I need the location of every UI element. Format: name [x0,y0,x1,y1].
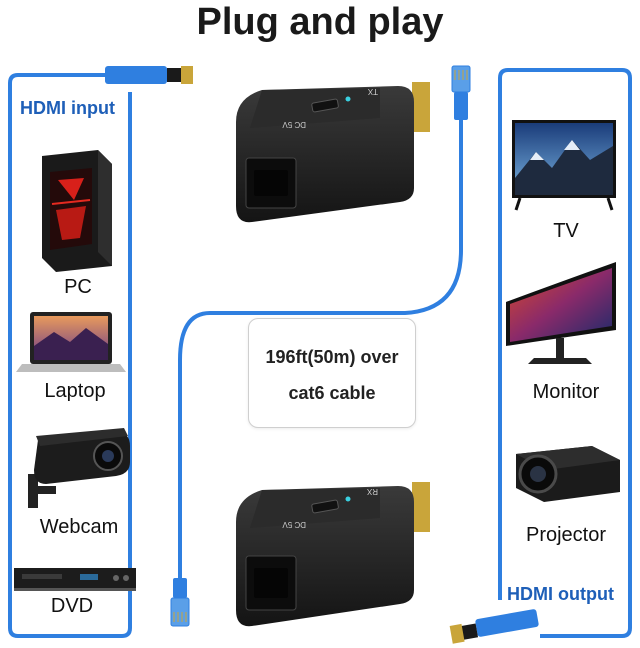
cable-distance-box: 196ft(50m) over cat6 cable [248,318,416,428]
rx-mode-label: RX [366,487,378,496]
tv-icon [512,120,616,211]
hdmi-input-label: HDMI input [20,98,115,118]
page-title: Plug and play [196,1,444,43]
hdmi-output-plug-icon [449,609,539,644]
cable-distance-line2: cat6 cable [288,383,376,403]
hdmi-input-plug-icon [105,66,193,84]
device-label-monitor: Monitor [532,381,600,403]
monitor-icon [506,262,616,364]
rj45-plug-top-icon [451,65,471,120]
pc-tower-icon [42,150,112,272]
device-label-projector: Projector [525,524,607,546]
hdmi-extender-rx-icon [236,482,430,627]
device-label-dvd: DVD [50,595,94,617]
laptop-icon [16,312,126,372]
webcam-icon [28,428,130,508]
dvd-player-icon [14,568,136,591]
cable-distance-line1: 196ft(50m) over [265,347,399,367]
rj45-plug-bottom-icon [170,578,190,627]
cat6-cable [178,118,463,580]
rx-dc-label: DC 5V [282,520,306,529]
device-label-webcam: Webcam [39,516,119,538]
hdmi-extender-tx-icon [236,82,430,223]
tx-mode-label: TX [367,87,378,96]
hdmi-output-label: HDMI output [507,584,614,604]
projector-icon [516,446,620,502]
device-label-pc: PC [64,276,92,298]
hdmi-input-cable [8,73,132,638]
device-label-laptop: Laptop [44,380,106,402]
device-label-tv: TV [553,220,579,242]
tx-dc-label: DC 5V [282,120,306,129]
hdmi-output-cable [498,68,632,638]
